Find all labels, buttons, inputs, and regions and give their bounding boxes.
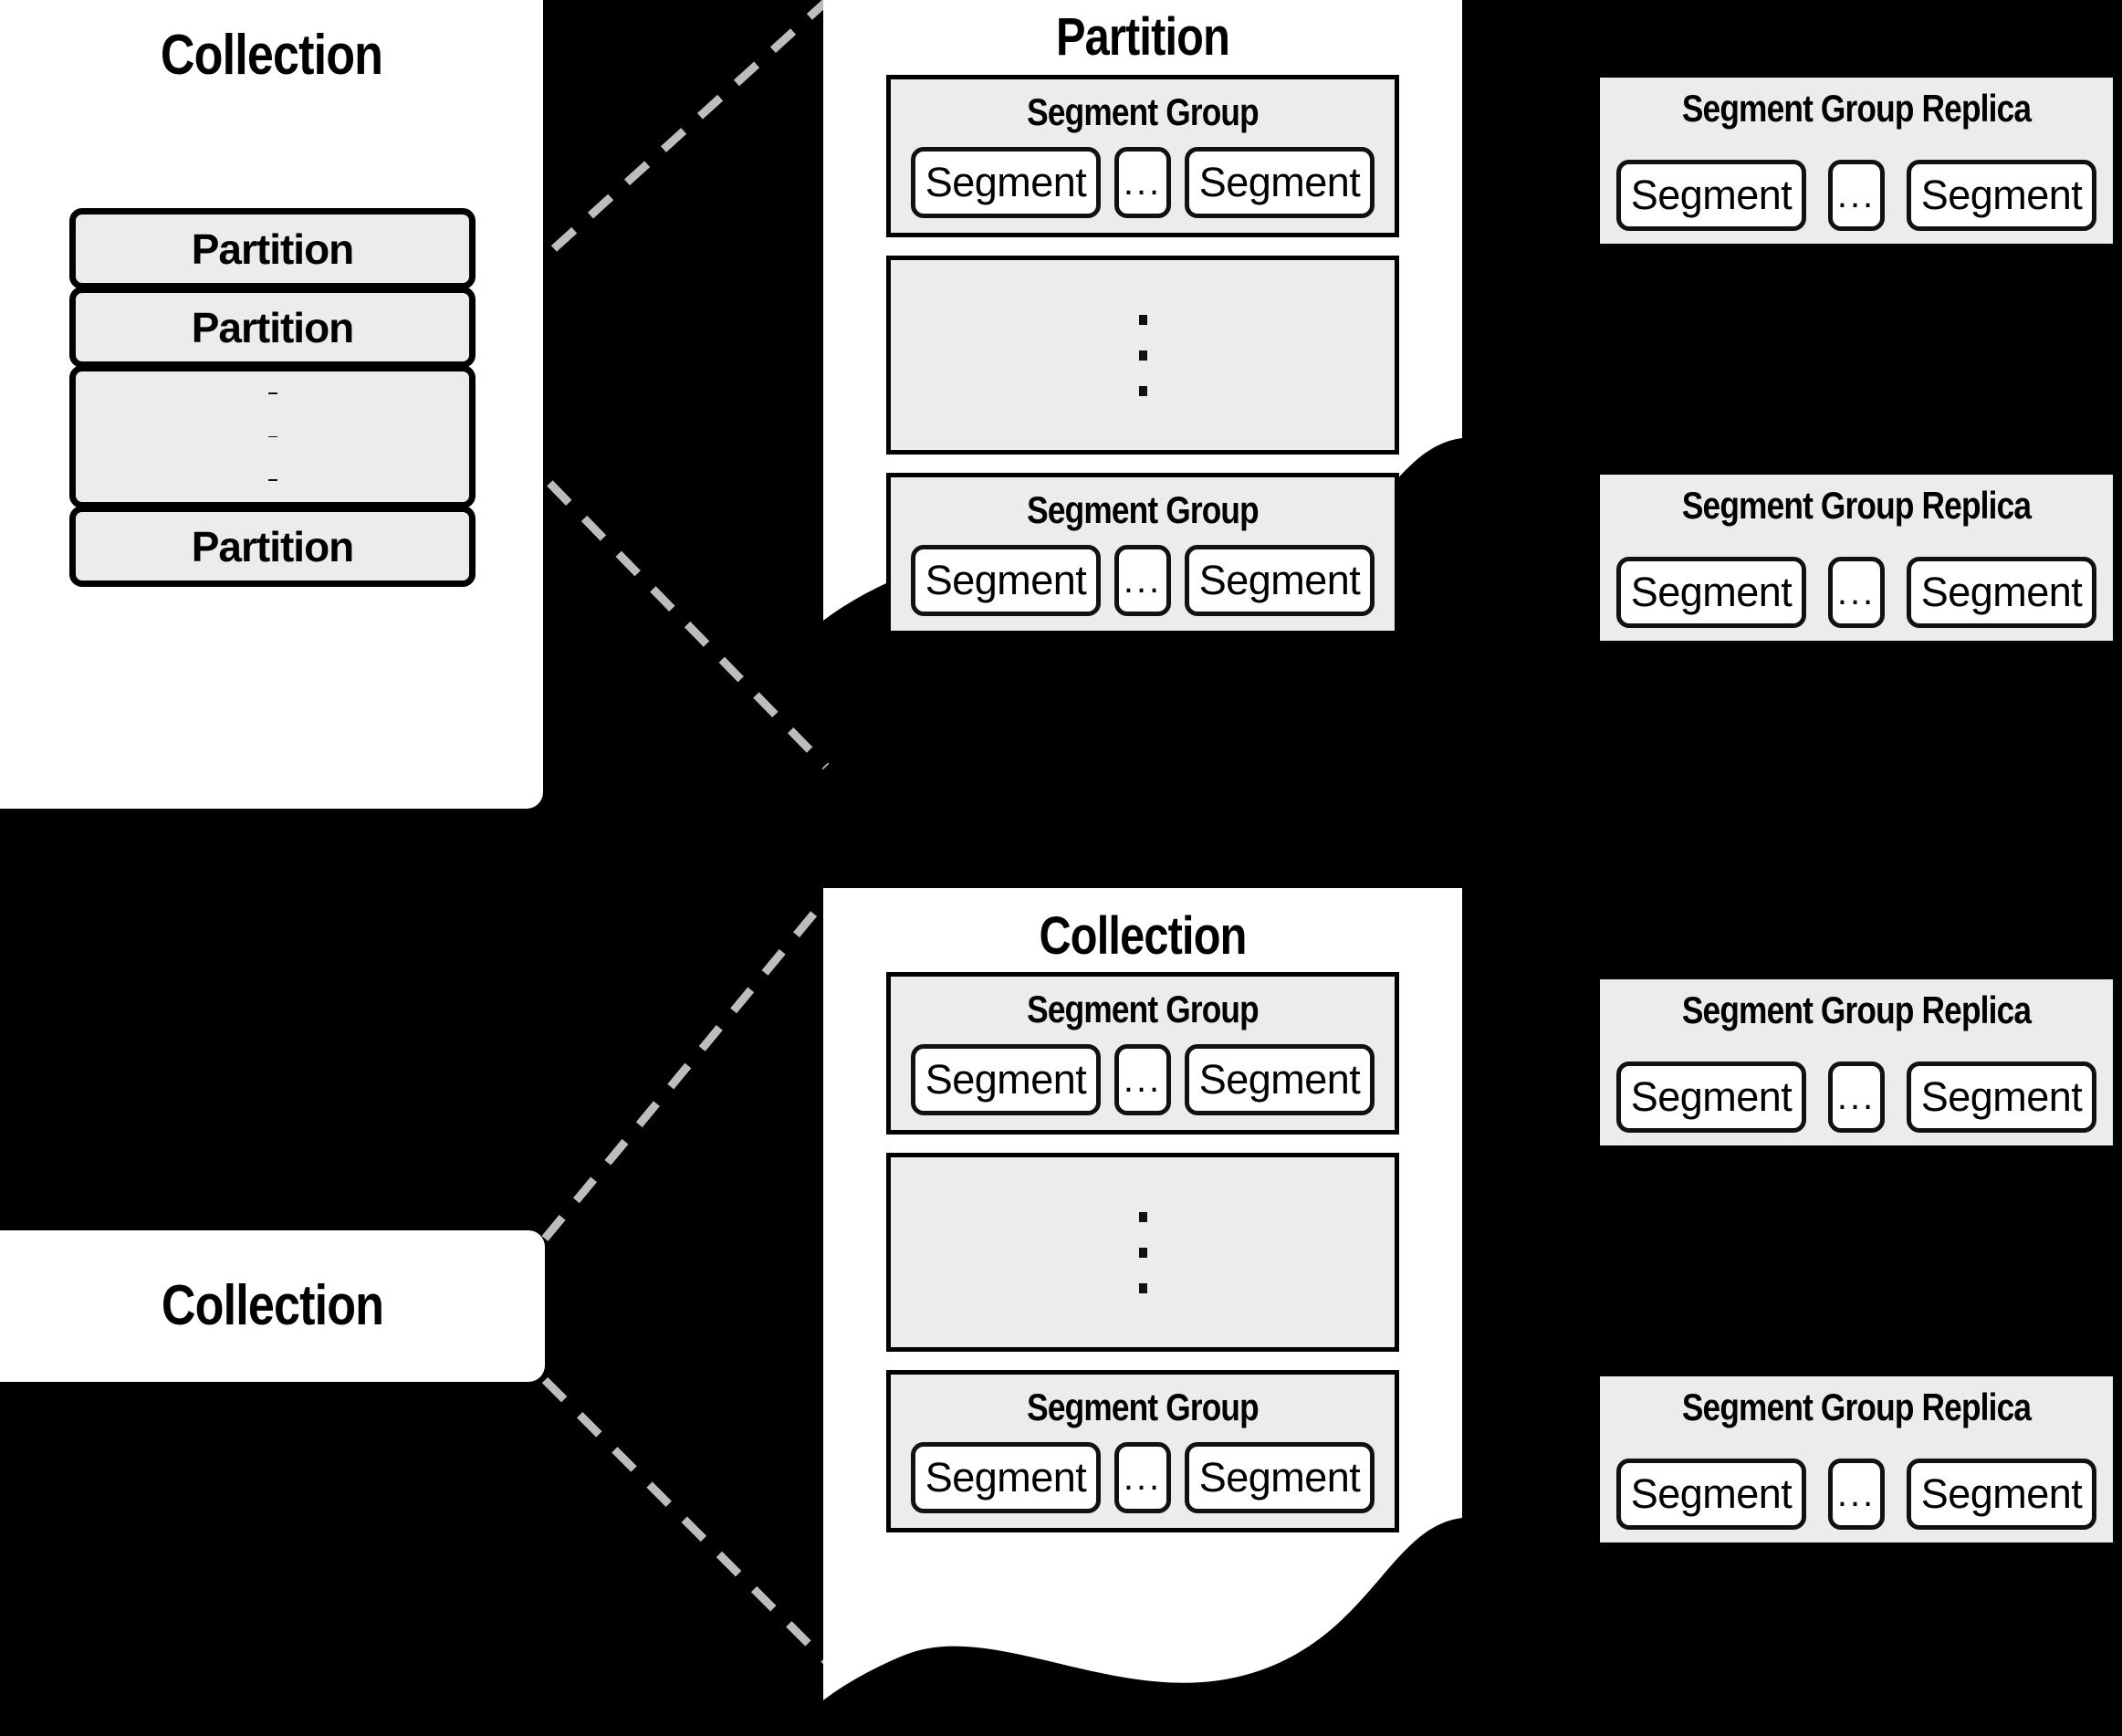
segment-group[interactable]: Segment Group Segment ... Segment xyxy=(886,473,1399,635)
segment-box[interactable]: Segment xyxy=(1616,1459,1806,1530)
partition-ellipsis-item xyxy=(69,365,476,508)
segment-ellipsis-box: ... xyxy=(1828,1459,1885,1530)
segment-ellipsis-box: ... xyxy=(1114,1442,1171,1513)
segment-box[interactable]: Segment xyxy=(1907,1061,2096,1133)
collection-card-title: Collection xyxy=(160,24,383,87)
segment-group-title: Segment Group xyxy=(1027,988,1260,1030)
partition-item-label: Partition xyxy=(191,522,355,570)
partition-panel-title: Partition xyxy=(1055,7,1230,67)
segment-group-replica[interactable]: Segment Group Replica Segment ... Segmen… xyxy=(1600,1376,2113,1543)
segment-box[interactable]: Segment xyxy=(1907,160,2096,231)
vertical-ellipsis-icon xyxy=(891,1157,1395,1347)
segment-row: Segment ... Segment xyxy=(911,147,1375,218)
partition-item[interactable]: Partition xyxy=(69,287,476,368)
segment-box[interactable]: Segment xyxy=(1185,147,1375,218)
segment-group-replica-title: Segment Group Replica xyxy=(1681,988,2032,1031)
segment-group-replica[interactable]: Segment Group Replica Segment ... Segmen… xyxy=(1600,475,2113,641)
connector-collection-top xyxy=(541,896,830,1241)
segment-group-replica[interactable]: Segment Group Replica Segment ... Segmen… xyxy=(1600,979,2113,1145)
segment-ellipsis-box: ... xyxy=(1828,557,1885,628)
segment-box[interactable]: Segment xyxy=(911,147,1101,218)
segment-box[interactable]: Segment xyxy=(1616,557,1806,628)
segment-box[interactable]: Segment xyxy=(1616,160,1806,231)
segment-group-replica-title: Segment Group Replica xyxy=(1681,87,2032,130)
partition-item-label: Partition xyxy=(191,225,355,273)
segment-group-title: Segment Group xyxy=(1027,1386,1260,1428)
vertical-ellipsis-icon xyxy=(76,371,469,502)
segment-row: Segment ... Segment xyxy=(911,545,1375,616)
segment-box[interactable]: Segment xyxy=(1616,1061,1806,1133)
vertical-ellipsis-icon xyxy=(891,260,1395,450)
segment-box[interactable]: Segment xyxy=(1907,557,2096,628)
segment-group[interactable]: Segment Group Segment ... Segment xyxy=(886,1370,1399,1532)
segment-box[interactable]: Segment xyxy=(1907,1459,2096,1530)
collection-label-text: Collection xyxy=(161,1274,384,1337)
segment-row: Segment ... Segment xyxy=(911,1044,1375,1115)
segment-group-ellipsis xyxy=(886,1153,1399,1352)
collection-panel[interactable]: Collection Segment Group Segment ... Seg… xyxy=(823,888,1462,1736)
segment-group-title: Segment Group xyxy=(1027,488,1260,531)
collection-label-box[interactable]: Collection xyxy=(0,1230,545,1382)
segment-ellipsis-box: ... xyxy=(1114,147,1171,218)
segment-group-replica[interactable]: Segment Group Replica Segment ... Segmen… xyxy=(1600,78,2113,244)
partition-item[interactable]: Partition xyxy=(69,208,476,289)
segment-box[interactable]: Segment xyxy=(1185,545,1375,616)
segment-row: Segment ... Segment xyxy=(1616,1061,2096,1133)
segment-box[interactable]: Segment xyxy=(911,545,1101,616)
segment-box[interactable]: Segment xyxy=(911,1044,1101,1115)
segment-group-ellipsis xyxy=(886,256,1399,455)
segment-box[interactable]: Segment xyxy=(1185,1442,1375,1513)
segment-row: Segment ... Segment xyxy=(911,1442,1375,1513)
segment-group[interactable]: Segment Group Segment ... Segment xyxy=(886,75,1399,237)
partition-list: Partition Partition Partition xyxy=(69,208,476,587)
segment-ellipsis-box: ... xyxy=(1114,545,1171,616)
segment-box[interactable]: Segment xyxy=(911,1442,1101,1513)
partition-panel[interactable]: Partition Segment Group Segment ... Segm… xyxy=(823,0,1462,831)
segment-group-title: Segment Group xyxy=(1027,90,1260,133)
segment-ellipsis-box: ... xyxy=(1114,1044,1171,1115)
partition-item[interactable]: Partition xyxy=(69,506,476,587)
segment-group-replica-title: Segment Group Replica xyxy=(1681,484,2032,527)
segment-row: Segment ... Segment xyxy=(1616,557,2096,628)
segment-row: Segment ... Segment xyxy=(1616,1459,2096,1530)
segment-ellipsis-box: ... xyxy=(1828,160,1885,231)
segment-row: Segment ... Segment xyxy=(1616,160,2096,231)
segment-group-replica-title: Segment Group Replica xyxy=(1681,1386,2032,1428)
collection-panel-title: Collection xyxy=(1039,906,1247,966)
segment-box[interactable]: Segment xyxy=(1185,1044,1375,1115)
segment-group[interactable]: Segment Group Segment ... Segment xyxy=(886,972,1399,1135)
partition-item-label: Partition xyxy=(191,303,355,351)
segment-ellipsis-box: ... xyxy=(1828,1061,1885,1133)
connector-collection-bottom xyxy=(541,1376,830,1665)
